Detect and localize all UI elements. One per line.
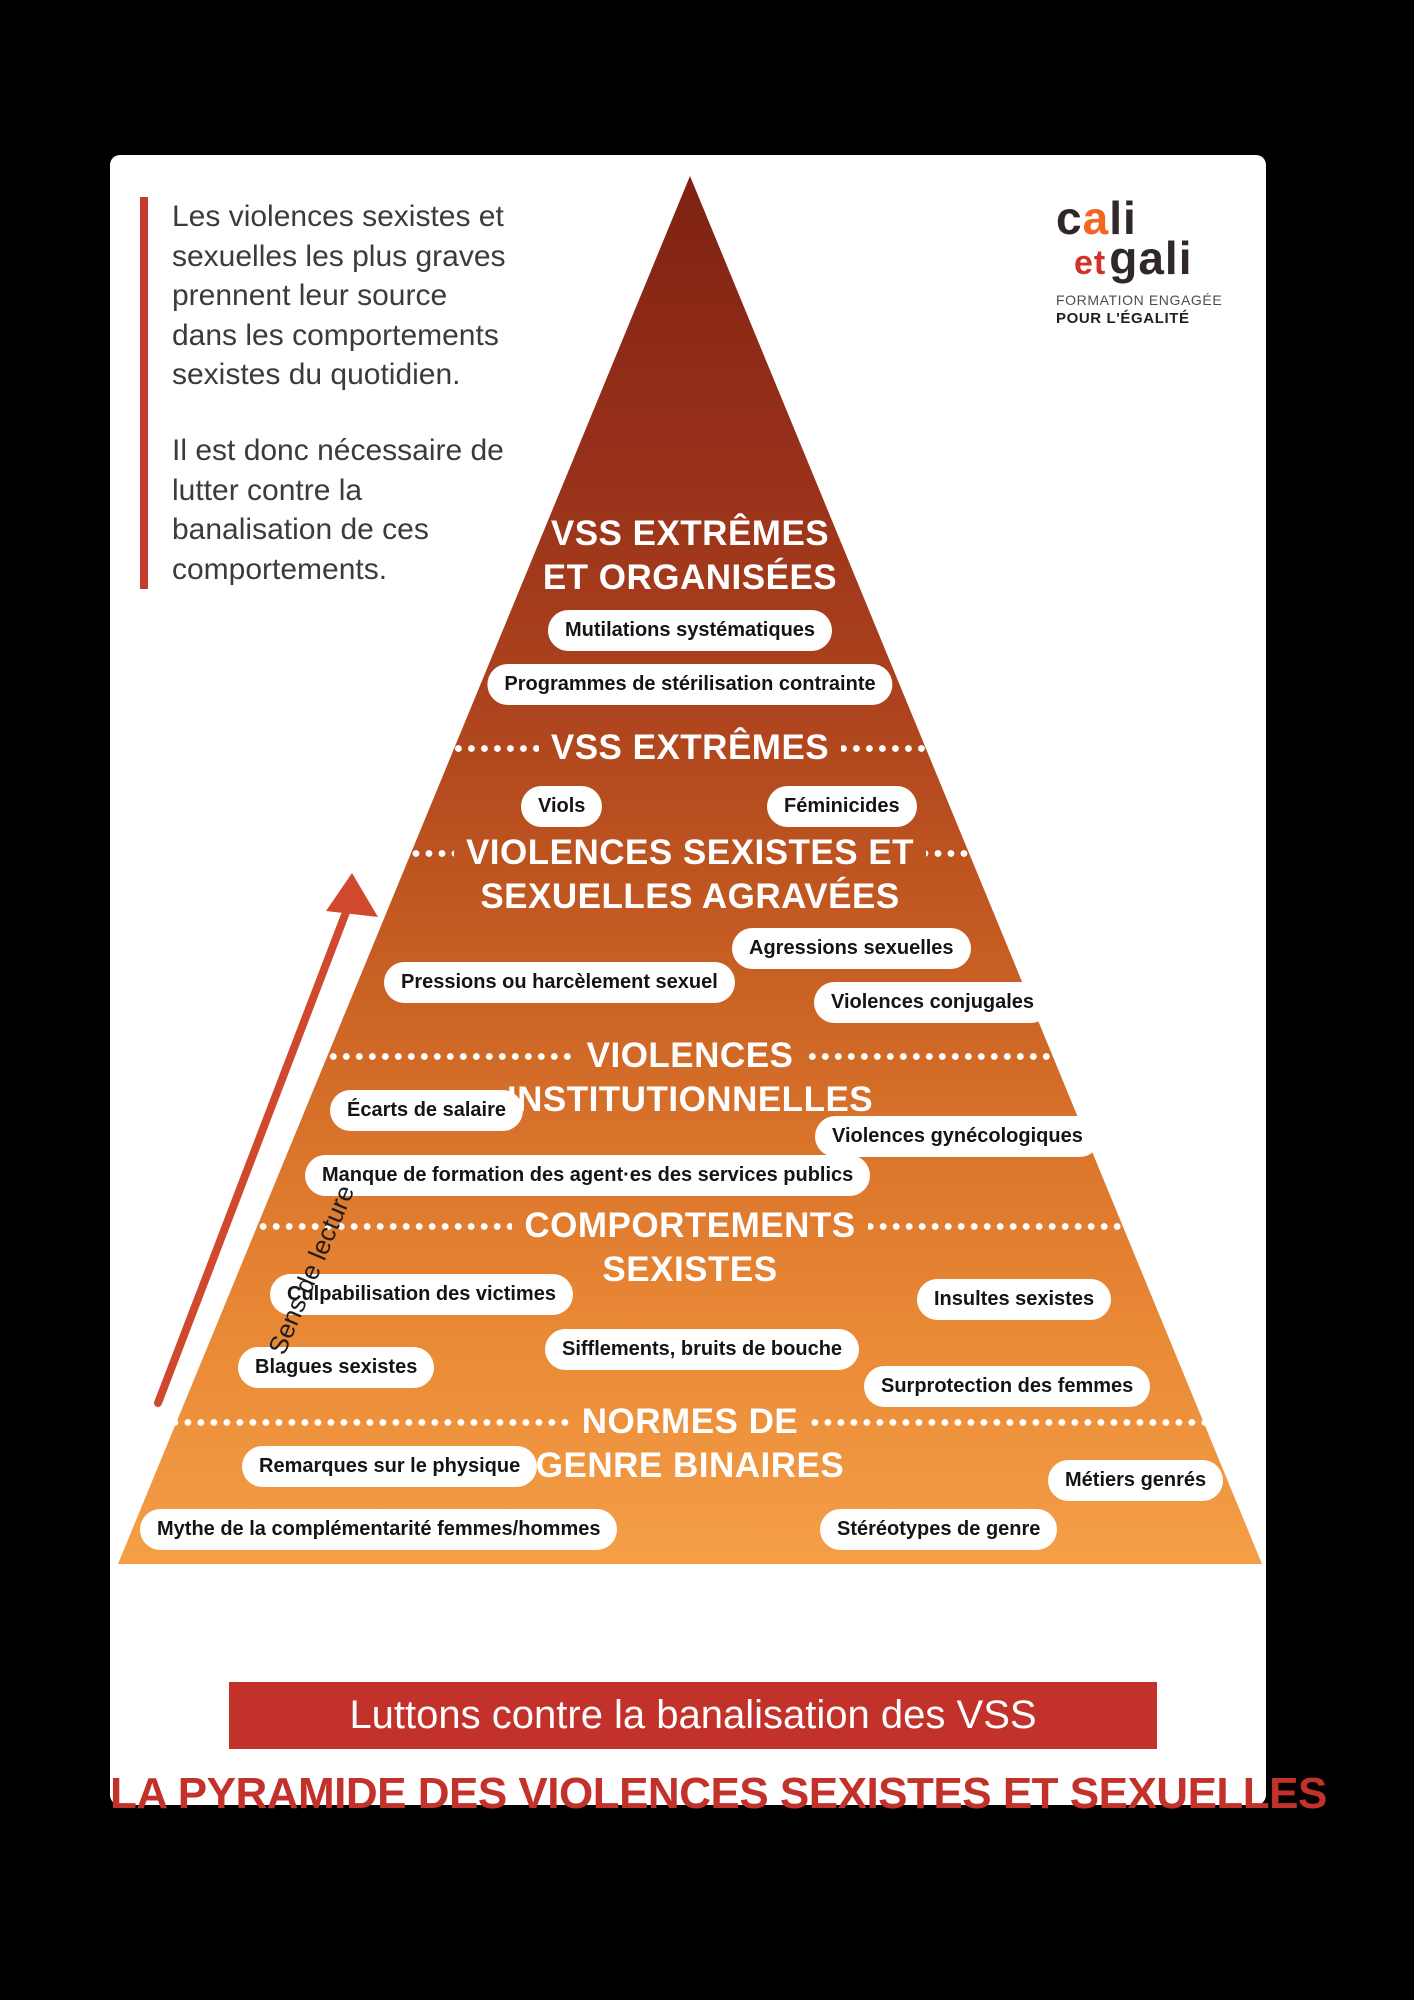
section-comportements-sexistes: COMPORTEMENTS SEXISTES: [118, 1206, 1262, 1290]
logo-et: et: [1074, 244, 1107, 282]
pyramid-pill-layer: Mutilations systématiques Programmes de …: [118, 176, 1262, 1564]
intro-paragraph-2: Il est donc nécessaire de lutter contre …: [172, 433, 504, 586]
pill-programmes-sterilisation: Programmes de stérilisation contrainte: [487, 664, 893, 705]
section-title-line1: NORMES DE: [581, 1402, 799, 1441]
pill-pressions-harcelement: Pressions ou harcèlement sexuel: [384, 962, 735, 1003]
pill-ecarts-salaire: Écarts de salaire: [330, 1090, 523, 1131]
logo-accent-letter: a: [1082, 192, 1110, 244]
logo-letters: li: [1109, 192, 1137, 244]
pill-mutilations-systematiques: Mutilations systématiques: [547, 610, 833, 651]
section-title-line1: COMPORTEMENTS: [524, 1206, 856, 1245]
poster-title: LA PYRAMIDE DES VIOLENCES SEXISTES ET SE…: [110, 1769, 1327, 1818]
pill-violences-conjugales: Violences conjugales: [814, 982, 1052, 1023]
dotted-divider: [118, 1052, 575, 1060]
intro-paragraph-1: Les violences sexistes et sexuelles les …: [172, 200, 506, 392]
pill-mythe-complementarite: Mythe de la complémentarité femmes/homme…: [140, 1509, 618, 1550]
section-title-line2: ET ORGANISÉES: [542, 558, 838, 597]
banner: Luttons contre la banalisation des VSS: [229, 1682, 1157, 1749]
pill-agressions-sexuelles: Agressions sexuelles: [732, 928, 971, 969]
pill-surprotection-femmes: Surprotection des femmes: [864, 1366, 1151, 1407]
pill-violences-gynecologiques: Violences gynécologiques: [815, 1116, 1100, 1157]
pill-stereotypes-genre: Stéréotypes de genre: [820, 1509, 1058, 1550]
pill-culpabilisation-victimes: Culpabilisation des victimes: [270, 1274, 573, 1315]
logo-tagline-2: POUR L'ÉGALITÉ: [1056, 310, 1190, 327]
logo: cali etgali FORMATION ENGAGÉE POUR L'ÉGA…: [1040, 195, 1270, 326]
pill-remarques-physique: Remarques sur le physique: [242, 1446, 538, 1487]
section-title-line2: SEXUELLES AGRAVÉES: [480, 877, 900, 916]
section-title-line1: VIOLENCES: [586, 1036, 794, 1075]
dotted-divider: [867, 1222, 1262, 1230]
section-title-line2: SEXISTES: [602, 1250, 778, 1289]
section-normes-genre-binaires: NORMES DE GENRE BINAIRES: [118, 1402, 1262, 1486]
reading-direction-arrow-icon: [154, 873, 378, 1407]
pill-manque-formation: Manque de formation des agent·es des ser…: [305, 1155, 871, 1196]
section-title-line1: VSS EXTRÊMES: [550, 514, 830, 553]
pill-feminicides: Féminicides: [767, 786, 917, 827]
logo-tagline-1: FORMATION ENGAGÉE: [1056, 292, 1223, 308]
dotted-divider: [810, 1418, 1262, 1426]
poster-card: Les violences sexistes et sexuelles les …: [110, 155, 1327, 1818]
section-title-line1: VIOLENCES SEXISTES ET: [465, 833, 915, 872]
pill-insultes-sexistes: Insultes sexistes: [917, 1279, 1112, 1320]
intro-text-block: Les violences sexistes et sexuelles les …: [140, 197, 514, 590]
logo-word-cali: cali: [1056, 195, 1270, 241]
dotted-divider: [118, 1418, 570, 1426]
logo-gali: gali: [1109, 232, 1193, 284]
section-title-line1: VSS EXTRÊMES: [550, 728, 830, 767]
section-title-line2: INSTITUTIONNELLES: [506, 1080, 874, 1119]
pill-sifflements-bruits: Sifflements, bruits de bouche: [545, 1329, 860, 1370]
pill-blagues-sexistes: Blagues sexistes: [238, 1347, 435, 1388]
dotted-divider: [805, 1052, 1262, 1060]
section-title-line2: GENRE BINAIRES: [535, 1446, 845, 1485]
pill-metiers-genres: Métiers genrés: [1048, 1460, 1224, 1501]
section-violences-institutionnelles: VIOLENCES INSTITUTIONNELLES: [118, 1036, 1262, 1120]
pill-viols: Viols: [521, 786, 603, 827]
logo-word-etgali: etgali: [1074, 235, 1270, 281]
logo-letter: c: [1056, 192, 1083, 244]
dotted-divider: [118, 1222, 513, 1230]
